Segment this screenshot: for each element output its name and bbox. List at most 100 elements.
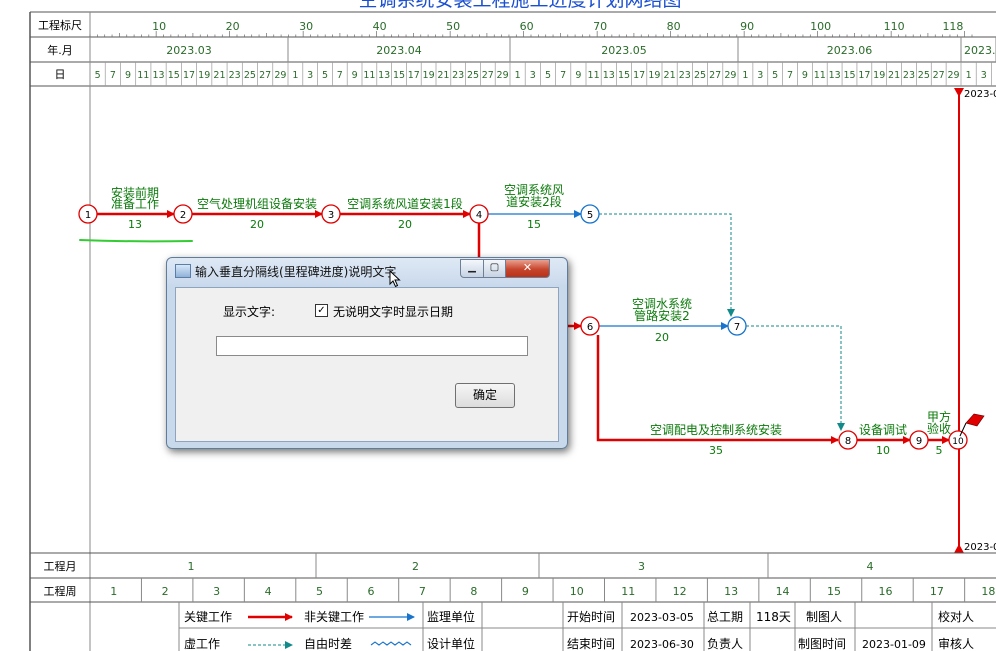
project-week-cell: 14 bbox=[776, 585, 790, 598]
day-cell: 29 bbox=[948, 70, 960, 81]
app-icon bbox=[175, 264, 191, 278]
legend-table: 关键工作 非关键工作 虚工作 自由时差 监理单位 设计单位 开始时间 2023-… bbox=[178, 602, 996, 651]
yearmonth-row-label: 年.月 bbox=[47, 43, 73, 57]
day-cell: 11 bbox=[363, 70, 375, 81]
day-cell: 7 bbox=[337, 70, 343, 81]
project-week-cell: 6 bbox=[367, 585, 374, 598]
project-week-cell: 1 bbox=[110, 585, 117, 598]
month-cell: 2023.04 bbox=[376, 44, 422, 57]
designer-label: 设计单位 bbox=[427, 636, 475, 651]
node-2[interactable]: 2 bbox=[173, 204, 193, 224]
milestone-line[interactable]: 2023-0 2023-0 bbox=[954, 88, 996, 553]
day-cell: 1 bbox=[742, 70, 748, 81]
scale-tick-label: 50 bbox=[446, 20, 460, 33]
day-cell: 29 bbox=[274, 70, 286, 81]
day-cell: 3 bbox=[981, 70, 987, 81]
scale-tick-label: 20 bbox=[226, 20, 240, 33]
day-cell: 25 bbox=[244, 70, 256, 81]
day-cell: 5 bbox=[772, 70, 778, 81]
node-9[interactable]: 9 bbox=[909, 430, 929, 450]
project-week-cell: 11 bbox=[621, 585, 635, 598]
node-6[interactable]: 6 bbox=[580, 316, 600, 336]
month-cell: 2023. bbox=[964, 44, 996, 57]
day-cell: 21 bbox=[664, 70, 676, 81]
task-label: 空调系统风道安装1段 bbox=[347, 196, 463, 211]
task-label: 验收 bbox=[927, 421, 951, 436]
project-month-label: 工程月 bbox=[44, 560, 77, 573]
checkmark-icon: ✓ bbox=[317, 305, 326, 316]
task-label: 空气处理机组设备安装 bbox=[197, 196, 317, 211]
scale-tick-label: 118 bbox=[942, 20, 963, 33]
legend-critical-label: 关键工作 bbox=[184, 610, 232, 624]
day-cell: 5 bbox=[545, 70, 551, 81]
svg-text:7: 7 bbox=[734, 322, 740, 333]
project-month-cell: 4 bbox=[867, 560, 874, 573]
milestone-text-dialog[interactable]: 输入垂直分隔线(里程碑进度)说明文字 ▁ ▢ ✕ 显示文字: ✓ 无说明文字时显… bbox=[166, 257, 568, 449]
scale-tick-label: 100 bbox=[810, 20, 831, 33]
day-cell: 29 bbox=[724, 70, 736, 81]
node-7[interactable]: 7 bbox=[727, 316, 747, 336]
node-4[interactable]: 4 bbox=[469, 204, 489, 224]
mouse-cursor-icon bbox=[389, 270, 401, 288]
scale-row-label: 工程标尺 bbox=[38, 18, 82, 32]
project-month-cell: 2 bbox=[412, 560, 419, 573]
day-cell: 27 bbox=[709, 70, 721, 81]
minimize-button[interactable]: ▁ bbox=[460, 259, 484, 278]
day-cell: 7 bbox=[110, 70, 116, 81]
total-duration-value: 118天 bbox=[756, 610, 791, 624]
project-week-cell: 10 bbox=[570, 585, 584, 598]
end-time-label: 结束时间 bbox=[567, 637, 615, 651]
node-10[interactable]: 10 bbox=[948, 430, 968, 450]
day-cell: 11 bbox=[814, 70, 826, 81]
show-date-checkbox-label[interactable]: 无说明文字时显示日期 bbox=[333, 305, 454, 319]
day-cell: 23 bbox=[452, 70, 464, 81]
project-week-label: 工程周 bbox=[44, 585, 77, 598]
show-date-checkbox[interactable]: ✓ bbox=[315, 304, 328, 317]
day-cell: 19 bbox=[873, 70, 885, 81]
day-cell: 25 bbox=[918, 70, 930, 81]
svg-text:3: 3 bbox=[328, 210, 334, 221]
day-cell: 21 bbox=[213, 70, 225, 81]
display-text-label: 显示文字: bbox=[223, 305, 276, 319]
maximize-button[interactable]: ▢ bbox=[483, 259, 506, 278]
task-label: 道安装2段 bbox=[506, 194, 562, 209]
task-label: 空调配电及控制系统安装 bbox=[650, 422, 782, 437]
node-1[interactable]: 1 bbox=[78, 204, 98, 224]
task-labels: 安装前期 准备工作 13 空气处理机组设备安装 20 空调系统风道安装1段 20… bbox=[111, 183, 951, 457]
node-3[interactable]: 3 bbox=[321, 204, 341, 224]
scale-tick-label: 30 bbox=[299, 20, 313, 33]
ok-button[interactable]: 确定 bbox=[455, 383, 515, 408]
scale-tick-label: 40 bbox=[373, 20, 387, 33]
project-month-cell: 1 bbox=[188, 560, 195, 573]
day-cell: 17 bbox=[858, 70, 870, 81]
checker-label: 校对人 bbox=[938, 609, 974, 624]
flag-icon bbox=[959, 413, 985, 437]
display-text-input[interactable] bbox=[216, 336, 528, 356]
day-cell: 13 bbox=[603, 70, 615, 81]
day-row-label: 日 bbox=[55, 68, 66, 81]
node-5[interactable]: 5 bbox=[580, 204, 600, 224]
day-cell: 9 bbox=[125, 70, 131, 81]
network-nodes: 1 2 3 4 5 6 7 8 9 10 bbox=[78, 204, 968, 450]
day-cell: 23 bbox=[229, 70, 241, 81]
task-label: 空调水系统 bbox=[632, 297, 692, 311]
task-duration: 15 bbox=[527, 218, 541, 231]
dialog-titlebar[interactable]: 输入垂直分隔线(里程碑进度)说明文字 ▁ ▢ ✕ bbox=[167, 258, 567, 284]
project-week-cell: 17 bbox=[930, 585, 944, 598]
month-cell: 2023.05 bbox=[601, 44, 647, 57]
svg-text:10: 10 bbox=[952, 437, 964, 447]
owner-label: 负责人 bbox=[707, 637, 743, 651]
reviewer-label: 审核人 bbox=[938, 636, 974, 651]
project-week-cell: 8 bbox=[470, 585, 477, 598]
close-button[interactable]: ✕ bbox=[505, 259, 550, 278]
day-cell: 11 bbox=[137, 70, 149, 81]
svg-text:6: 6 bbox=[587, 322, 593, 333]
project-week-cell: 7 bbox=[419, 585, 426, 598]
scale-tick-label: 70 bbox=[593, 20, 607, 33]
day-cell: 27 bbox=[259, 70, 271, 81]
node-8[interactable]: 8 bbox=[838, 430, 858, 450]
end-time-value: 2023-06-30 bbox=[630, 638, 694, 651]
dialog-title: 输入垂直分隔线(里程碑进度)说明文字 bbox=[195, 265, 397, 279]
day-cell: 25 bbox=[467, 70, 479, 81]
day-cell: 7 bbox=[787, 70, 793, 81]
